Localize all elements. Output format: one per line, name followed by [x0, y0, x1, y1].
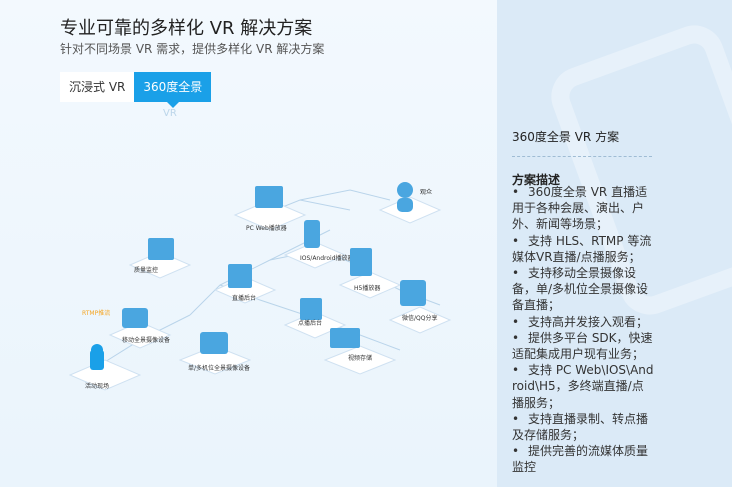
desc-list: •360度全景 VR 直播适用于各种会展、演出、户外、新闻等场景； •支持 HL… [512, 184, 654, 476]
camera-icon [90, 350, 104, 370]
wechat-label: 微信/QQ分享 [402, 314, 437, 322]
pc-player-node: PC Web播放器 [233, 186, 307, 232]
solution-panel [497, 0, 732, 487]
list-item: •360度全景 VR 直播适用于各种会展、演出、户外、新闻等场景； [512, 185, 648, 232]
multi-camera-node: 单/多机位全景摄像设备 [178, 332, 252, 375]
panel-title: 360度全景 VR 方案 [512, 130, 620, 144]
live-scene-label: 活动现场 [85, 382, 109, 390]
list-item: •支持 HLS、RTMP 等流媒体VR直播/点播服务； [512, 233, 652, 264]
server-icon [228, 264, 252, 288]
pc-icon [255, 186, 283, 208]
chat-icon [400, 280, 426, 306]
live-scene-node: 活动现场 [68, 344, 142, 391]
pc-player-label: PC Web播放器 [246, 224, 287, 232]
phone-icon [304, 220, 320, 248]
panel-divider [512, 156, 652, 157]
rtmp-tag: RTMP推流 [82, 309, 110, 317]
ios-player-label: IOS/Android播放器 [300, 254, 354, 262]
rec-camera-icon [122, 308, 148, 328]
tab-360-panorama-label: 360度全景 [143, 80, 203, 94]
architecture-diagram: 活动现场 RTMP推流 移动全景摄像设备 单/多机位全景摄像设备 质量监控 [68, 182, 452, 391]
list-item: •提供多平台 SDK，快速适配集成用户现有业务； [512, 330, 653, 362]
ios-player-node: IOS/Android播放器 [283, 220, 354, 269]
page-title: 专业可靠的多样化 VR 解决方案 [60, 18, 313, 39]
list-item: •支持高并发接入观看； [512, 314, 649, 329]
list-item: •提供完善的流媒体质量监控 [512, 444, 649, 475]
solution-tabs: 沉浸式 VR 360度全景 [60, 72, 212, 108]
desc-heading: 方案描述 [512, 173, 561, 187]
list-item: •支持 PC Web\IOS\Android\H5，多终端直播/点播服务； [512, 363, 654, 410]
page-subtitle: 针对不同场景 VR 需求，提供多样化 VR 解决方案 [60, 42, 325, 56]
tab-subtext: VR [163, 108, 177, 119]
mobile-camera-node: 移动全景摄像设备 [108, 308, 172, 349]
tab-immersive-vr[interactable]: 沉浸式 VR [60, 72, 135, 102]
quality-node: 质量监控 [128, 238, 192, 279]
content-area: 专业可靠的多样化 VR 解决方案 针对不同场景 VR 需求，提供多样化 VR 解… [0, 0, 497, 487]
live-backend-node: 直播后台 [213, 264, 277, 304]
audience-label: 观众 [420, 189, 432, 196]
storage-icon [330, 328, 360, 348]
wechat-node: 微信/QQ分享 [388, 280, 452, 334]
storage-node: 视频存储 [323, 328, 397, 375]
user-icon [397, 182, 413, 198]
multi-camera-label: 单/多机位全景摄像设备 [188, 364, 250, 372]
mobile-camera-label: 移动全景摄像设备 [122, 336, 170, 344]
monitor-icon [148, 238, 174, 260]
rtmp-label: RTMP推流 [82, 309, 110, 317]
h5-player-label: H5播放器 [354, 284, 380, 292]
vod-server-icon [300, 298, 322, 320]
tablet-icon [350, 248, 372, 276]
vod-backend-label: 点播后台 [298, 319, 322, 327]
list-item: •支持直播录制、转点播及存储服务； [512, 411, 649, 443]
audience-node: 观众 [378, 182, 442, 224]
active-tab-arrow-icon [166, 102, 179, 108]
quality-label: 质量监控 [134, 266, 158, 274]
h5-player-node: H5播放器 [338, 248, 402, 299]
list-item: •支持移动全景摄像设备，单/多机位全景摄像设备直播； [512, 266, 649, 313]
live-backend-label: 直播后台 [232, 294, 256, 302]
rec-camera-icon-2 [200, 332, 228, 354]
storage-label: 视频存储 [348, 354, 372, 362]
tab-360-panorama[interactable]: 360度全景 [134, 72, 212, 108]
